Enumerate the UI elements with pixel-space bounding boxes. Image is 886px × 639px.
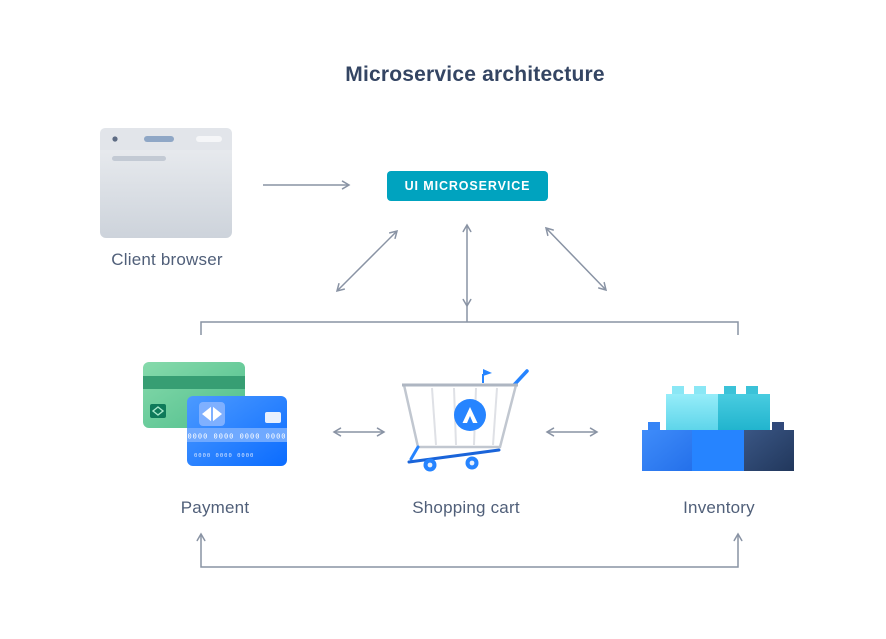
arrow-payment-cart xyxy=(332,427,386,437)
inventory-label: Inventory xyxy=(683,498,755,517)
ui-microservice-node: UI MICROSERVICE xyxy=(387,171,548,201)
payment-label: Payment xyxy=(180,498,250,517)
card-number: 0000 0000 0000 0000 xyxy=(187,433,286,441)
browser-menu-bar xyxy=(196,136,222,142)
browser-address-bar xyxy=(144,136,174,142)
client-browser-label: Client browser xyxy=(111,250,223,269)
browser-window-icon xyxy=(100,128,232,238)
services-bracket-connector xyxy=(200,306,739,335)
card-number-small: 0000 0000 0000 xyxy=(194,453,254,459)
arrow-payment-inventory xyxy=(196,532,743,568)
browser-dot-icon xyxy=(112,136,118,142)
browser-content-line xyxy=(112,156,166,161)
brick-top-right xyxy=(718,386,770,430)
lego-bricks-icon xyxy=(642,386,794,471)
arrow-cart-inventory xyxy=(545,427,599,437)
cart-flag-icon xyxy=(483,369,492,376)
blue-card: 0000 0000 0000 0000 0000 0000 0000 xyxy=(187,396,287,466)
arrow-ui-to-inventory xyxy=(544,226,608,292)
shopping-cart-icon xyxy=(402,369,529,472)
card-chip-icon xyxy=(150,404,166,418)
brick-bottom-middle xyxy=(692,430,744,471)
arrow-ui-to-cart xyxy=(462,223,472,308)
diagram-title: Microservice architecture xyxy=(345,63,605,86)
credit-cards-icon: 0000 0000 0000 0000 0000 0000 0000 xyxy=(143,362,287,466)
shopping-cart-label: Shopping cart xyxy=(412,498,520,517)
arrow-ui-to-payment xyxy=(335,229,399,293)
card-signature-box xyxy=(265,412,281,423)
arrow-browser-to-ui xyxy=(263,180,351,190)
brick-top-left xyxy=(666,386,718,430)
